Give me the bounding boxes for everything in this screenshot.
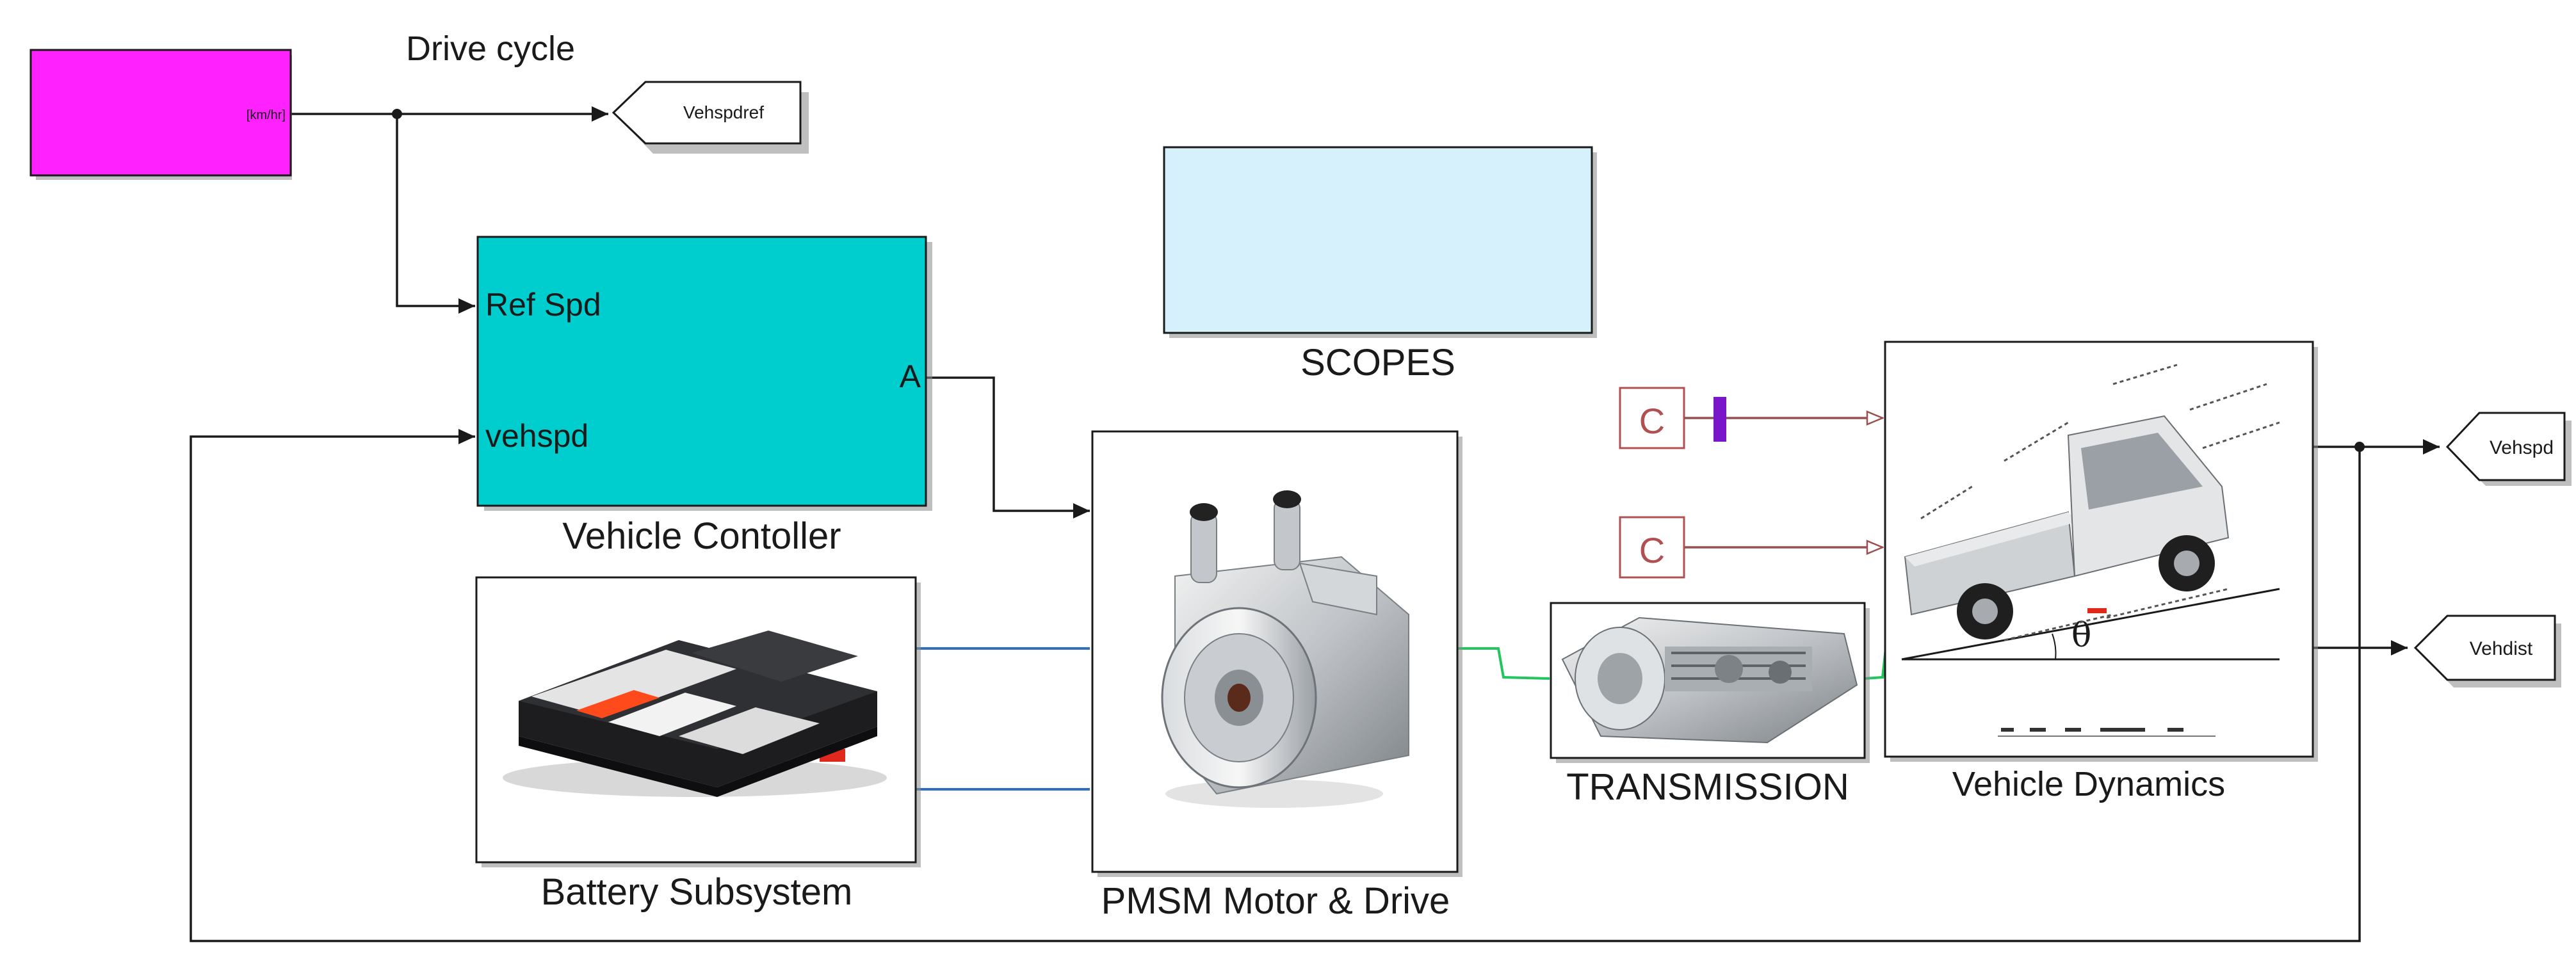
goto-vehspd[interactable]: Vehspd: [2445, 412, 2572, 486]
controller-port-refspd: Ref Spd: [485, 287, 601, 323]
vehicle-controller-block[interactable]: Ref Spd vehspd A: [476, 236, 932, 511]
drive-cycle-block[interactable]: [km/hr]: [29, 49, 292, 180]
goto-vehdist-label: Vehdist: [2470, 638, 2533, 659]
constant-2-label: C: [1639, 530, 1665, 570]
goto-vehspd-label: Vehspd: [2490, 437, 2554, 458]
goto-vehspdref-label: Vehspdref: [683, 102, 764, 122]
wire-motor-to-transmission[interactable]: [1457, 647, 1550, 680]
wire-controller-to-motor[interactable]: [925, 376, 1090, 519]
battery-block[interactable]: [475, 576, 921, 867]
transmission-block[interactable]: [1550, 602, 1870, 763]
vehicle-on-incline-image: θ: [1901, 364, 2280, 737]
battery-pack-image: [503, 631, 887, 797]
battery-label: Battery Subsystem: [541, 871, 853, 913]
constant-block-2[interactable]: C: [1619, 516, 1685, 579]
wire-branch-to-refspd[interactable]: [396, 114, 475, 314]
scopes-rect[interactable]: [1163, 146, 1593, 334]
transmission-image: [1561, 616, 1858, 744]
controller-rect[interactable]: [476, 236, 927, 507]
motor-label: PMSM Motor & Drive: [1101, 880, 1450, 922]
constant-1-label: C: [1639, 401, 1665, 441]
scopes-block[interactable]: [1163, 146, 1597, 338]
pmsm-motor-image: [1161, 490, 1409, 808]
controller-port-vehspd: vehspd: [485, 418, 588, 454]
branch-point: [392, 109, 402, 119]
scopes-label: SCOPES: [1300, 342, 1455, 383]
goto-vehspdref[interactable]: Vehspdref: [612, 81, 809, 154]
wire-feedback-vehspd[interactable]: [190, 429, 2361, 942]
controller-port-a: A: [900, 358, 921, 394]
drive-cycle-port-label: [km/hr]: [247, 108, 286, 122]
vehicle-dynamics-label: Vehicle Dynamics: [1952, 765, 2225, 803]
mux-bar[interactable]: [1713, 397, 1726, 442]
drive-cycle-label: Drive cycle: [406, 29, 575, 68]
controller-label: Vehicle Contoller: [562, 515, 841, 557]
vehicle-dynamics-block[interactable]: θ: [1884, 341, 2318, 762]
transmission-label: TRANSMISSION: [1566, 766, 1849, 808]
goto-vehdist[interactable]: Vehdist: [2413, 615, 2561, 688]
constant-block-1[interactable]: C: [1619, 387, 1685, 449]
motor-block[interactable]: [1091, 430, 1462, 877]
drive-cycle-rect[interactable]: [29, 49, 292, 177]
